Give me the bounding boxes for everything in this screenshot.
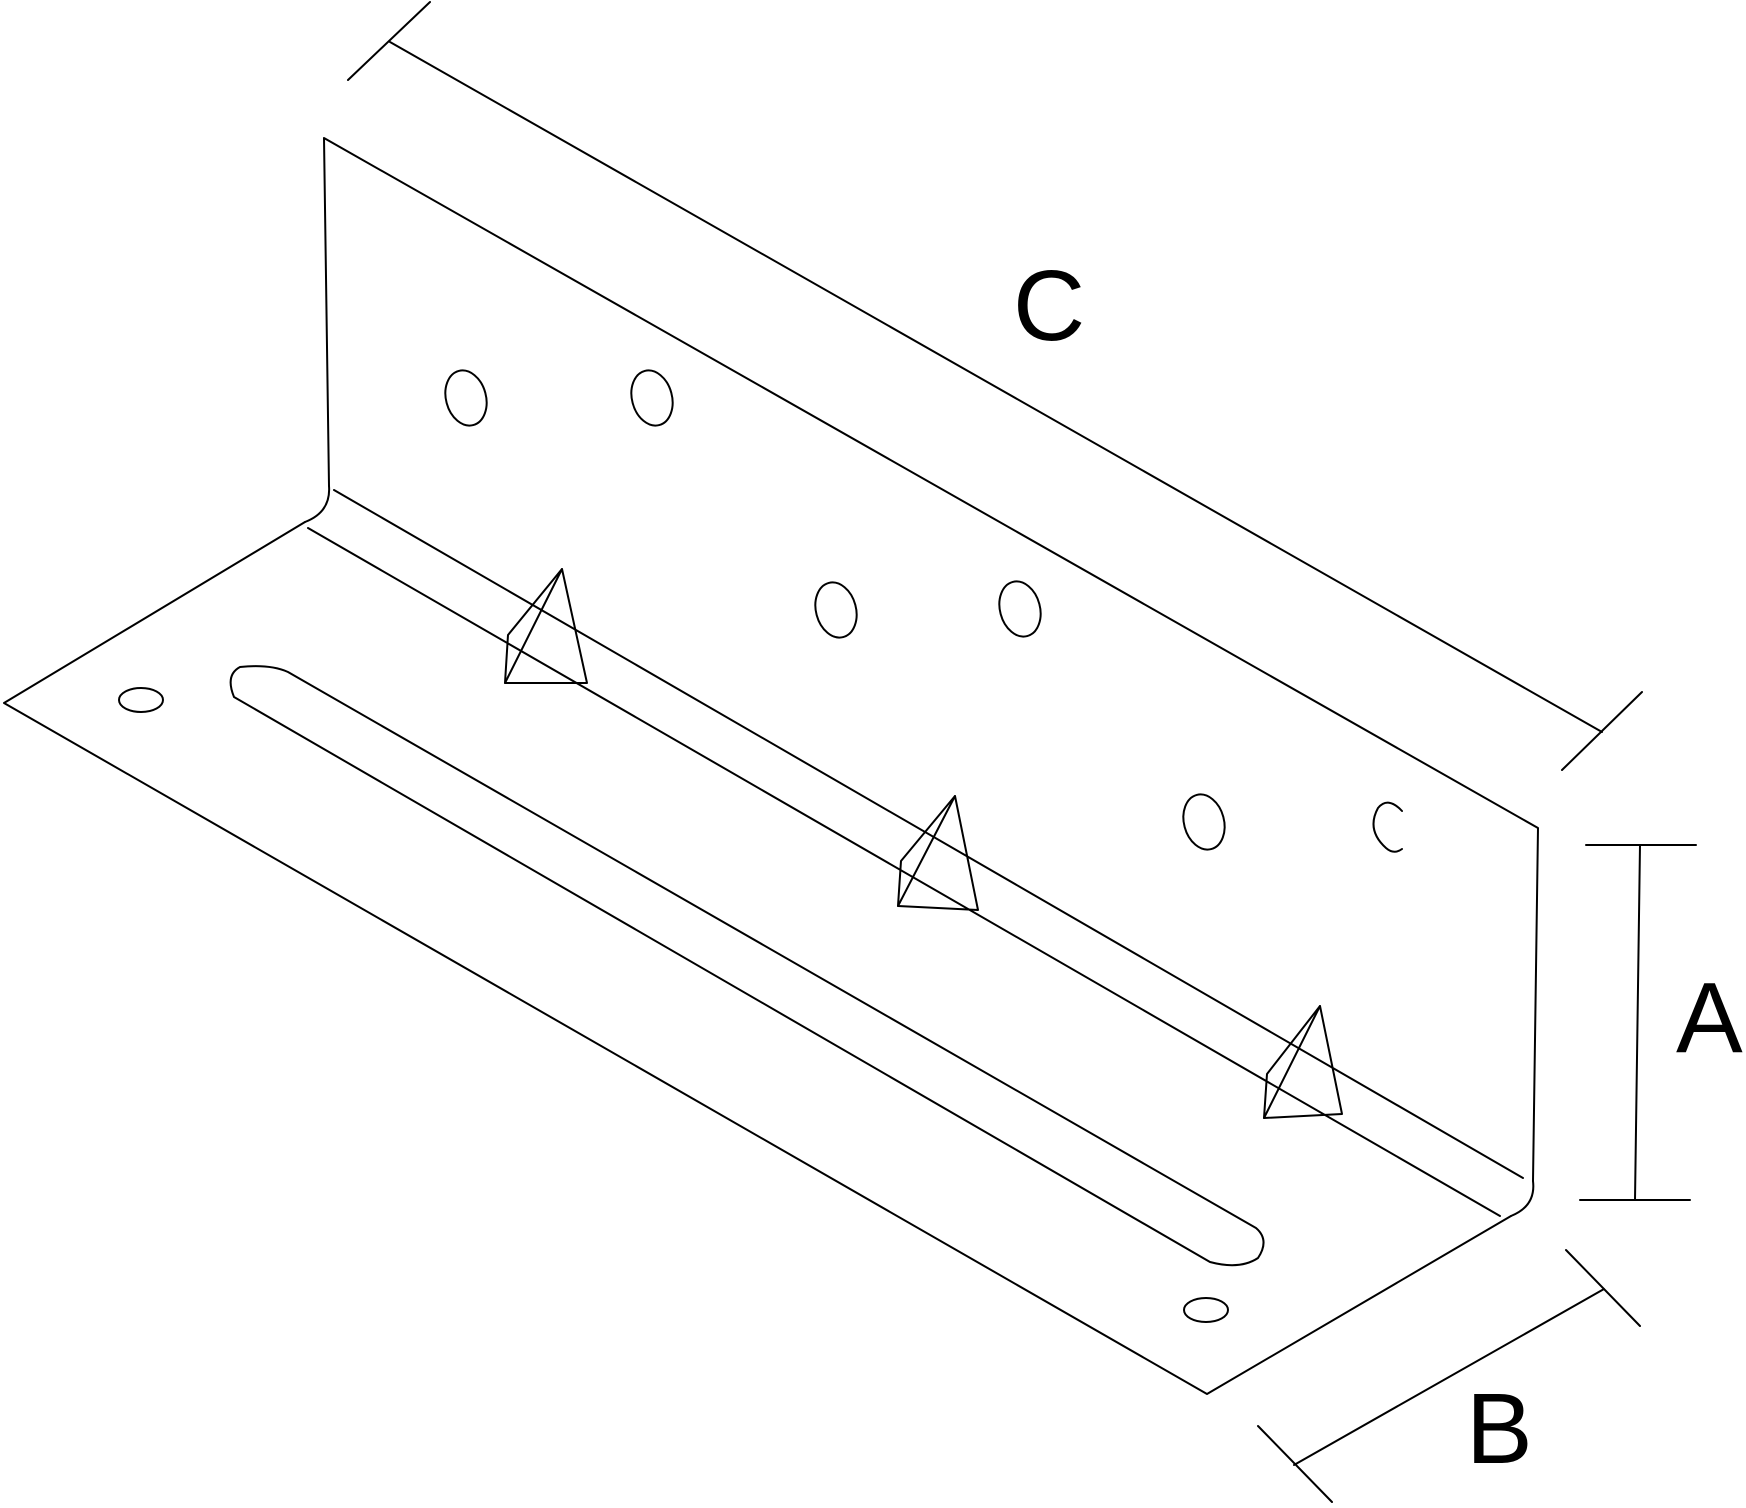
dimension-a-label: A — [1676, 962, 1743, 1074]
horizontal-flange — [3, 521, 1512, 1395]
wall-hole-partial — [1372, 801, 1403, 853]
spikes — [504, 568, 1343, 1119]
spike — [897, 795, 979, 911]
wall-hole — [630, 369, 674, 427]
wall-hole — [444, 369, 488, 427]
wall-holes — [444, 369, 1403, 853]
wall-hole — [998, 580, 1042, 638]
base-hole-left — [118, 687, 164, 713]
dimension-c-label: C — [1013, 250, 1085, 362]
wall-hole — [1182, 793, 1226, 851]
dimension-b: B — [1257, 1249, 1641, 1503]
base-hole-right — [1183, 1297, 1229, 1323]
slot — [229, 665, 1265, 1267]
spike — [504, 568, 588, 684]
vertical-flange — [304, 137, 1539, 1217]
spike — [1263, 1005, 1343, 1119]
dimension-b-label: B — [1466, 1373, 1533, 1485]
dimension-a: A — [1579, 844, 1743, 1201]
wall-hole — [814, 581, 858, 639]
dimension-c: C — [347, 1, 1643, 771]
